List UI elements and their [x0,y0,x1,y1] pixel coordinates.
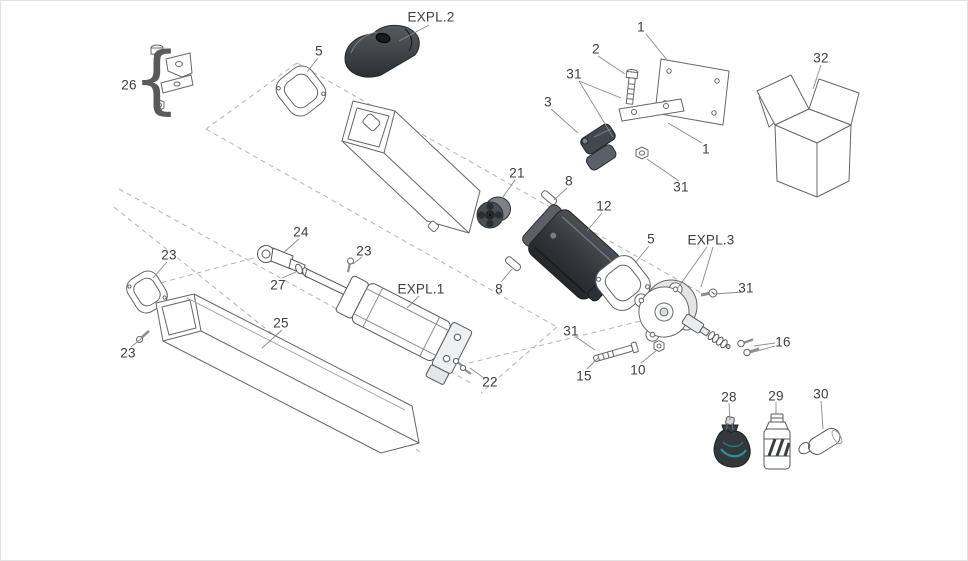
callout-31d: 31 [563,323,579,339]
callout-32: 32 [813,50,829,66]
screw-31-flange [700,288,718,298]
grease-pouch-28 [713,416,751,468]
callout-29: 29 [768,388,784,404]
callout-8a: 8 [565,173,573,189]
callout-10: 10 [630,362,646,378]
callout-27: 27 [270,277,286,293]
clamp-3 [580,123,617,171]
callout-1a: 1 [637,19,645,35]
callout-31a: 31 [566,66,582,82]
callout-26: 26 [121,77,137,93]
pin-8-upper [541,190,558,206]
callout-23c: 23 [120,345,136,361]
tube-slot [362,113,381,132]
cylinder-expl1 [335,275,473,385]
callout-2: 2 [592,41,600,57]
brace-icon: { [133,37,180,123]
outer-tube-25 [155,293,420,454]
pin-8-lower [505,256,522,272]
nut-10 [653,339,665,353]
callout-23a: 23 [161,247,177,263]
leader-lines [130,24,824,430]
rod-end-24 [257,245,306,275]
callout-1b: 1 [702,141,710,157]
screw-23-upper [346,257,354,273]
callout-5b: 5 [647,231,655,247]
screws-16 [737,338,760,357]
oil-bottle-29 [763,413,791,470]
housing-tube [341,100,481,234]
callout-28: 28 [721,389,737,405]
bolt-2 [625,68,639,105]
cover-expl2 [344,24,420,78]
cover-hole [375,32,391,44]
carton-box-32 [756,74,860,198]
callout-15: 15 [576,368,592,384]
callout-5a: 5 [315,43,323,59]
bleed-valve-fitting [681,313,731,350]
callout-31c: 31 [738,280,754,296]
coupling-21 [476,196,511,229]
mounting-bracket-26: { [133,37,194,123]
callout-16: 16 [775,334,791,350]
callout-25: 25 [273,315,289,331]
callout-23b: 23 [356,243,372,259]
callout-8b: 8 [495,281,503,297]
callout-30: 30 [813,386,829,402]
callout-24: 24 [293,224,309,240]
callout-22: 22 [482,374,498,390]
callout-21: 21 [509,165,525,181]
callout-3: 3 [544,94,552,110]
plate-1 [654,58,730,126]
callout-expl2: EXPL.2 [407,9,455,25]
capacitor-30 [798,427,843,455]
gasket-5-left [275,65,327,117]
nut-31 [635,146,649,160]
callout-31b: 31 [673,179,689,195]
callout-expl3: EXPL.3 [687,232,735,248]
callout-expl1: EXPL.1 [397,281,445,297]
bar-1 [618,98,685,122]
stud-15 [592,341,639,362]
callout-12: 12 [596,198,612,214]
screws-22 [452,357,472,375]
